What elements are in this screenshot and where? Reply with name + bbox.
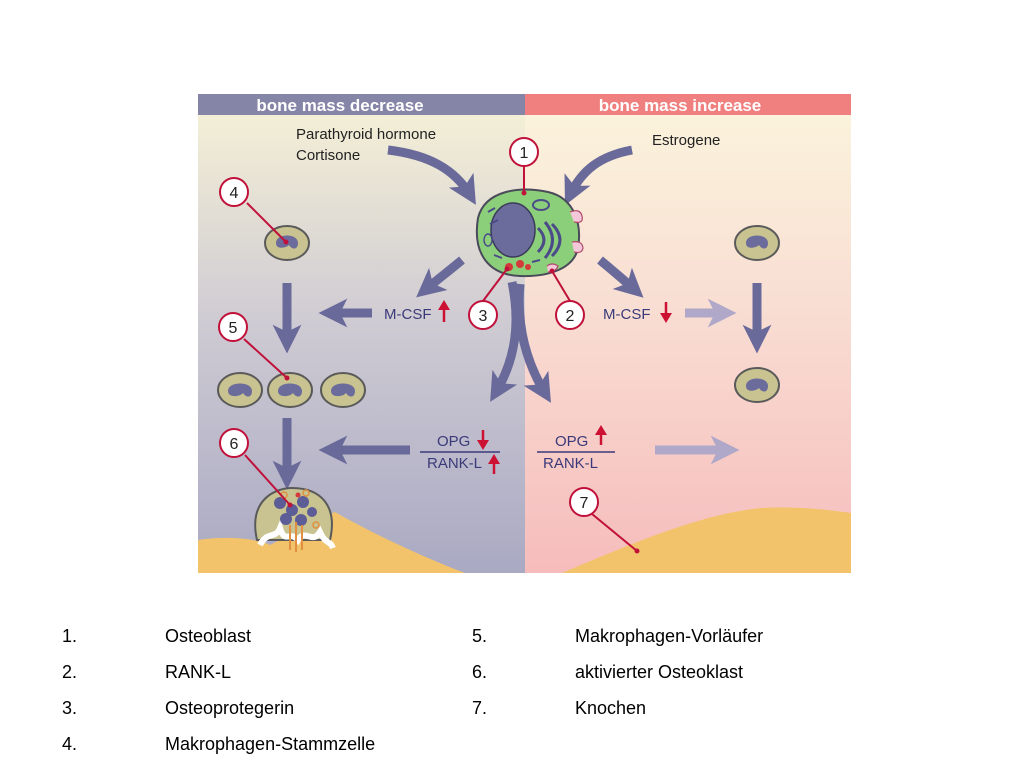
svg-text:4: 4	[230, 185, 239, 202]
legend-num-7: 7.	[472, 698, 488, 718]
legend-num-4: 4.	[62, 734, 78, 754]
svg-text:7: 7	[580, 495, 589, 512]
legend-text-2: RANK-L	[165, 662, 232, 682]
osteoblast-cell	[475, 188, 584, 278]
legend-text-5: Makrophagen-Vorläufer	[575, 626, 764, 646]
svg-text:3: 3	[479, 308, 488, 325]
arrow-cell-to-mcsf-right	[597, 256, 644, 298]
legend-num-3: 3.	[62, 698, 78, 718]
rankl-left-label: RANK-L	[427, 455, 482, 472]
callout-3: 3	[468, 266, 510, 330]
header-bar-left	[198, 94, 525, 115]
svg-text:5: 5	[229, 320, 238, 337]
mcsf-left-label: M-CSF	[384, 306, 432, 323]
legend-num-6: 6.	[472, 662, 488, 682]
rankl-left-up-arrow	[488, 454, 500, 474]
legend-text-1: Osteoblast	[165, 626, 252, 646]
hormone-arrow-left	[387, 145, 476, 205]
callout-2: 2	[549, 268, 585, 330]
rankl-right-label: RANK-L	[543, 455, 598, 472]
legend-num-5: 5.	[472, 626, 488, 646]
arrow-cell-to-opg-right	[514, 283, 551, 403]
bone-right	[562, 507, 851, 573]
legend-text-4: Makrophagen-Stammzelle	[165, 734, 376, 754]
callout-1: 1	[509, 137, 539, 196]
activated-osteoclast	[254, 486, 336, 552]
opg-right-up-arrow	[595, 425, 607, 445]
panel-left	[198, 114, 525, 573]
mcsf-right-down-arrow	[660, 302, 672, 323]
callout-5: 5	[218, 312, 290, 381]
header-bar-right	[525, 94, 851, 115]
svg-text:1: 1	[520, 145, 529, 162]
legend-text-3: Osteoprotegerin	[165, 698, 295, 718]
macrophage-precursor-right	[734, 367, 780, 403]
svg-text:2: 2	[566, 308, 575, 325]
mcsf-left-up-arrow	[438, 300, 450, 322]
macrophage-stem-cell-right	[734, 225, 780, 261]
callout-4: 4	[219, 177, 289, 245]
hormone-label-estrogen: Estrogene	[652, 132, 720, 149]
header-left-label: bone mass decrease	[256, 96, 423, 115]
legend-text-6: aktivierter Osteoklast	[575, 662, 744, 682]
hormone-label-cortisone: Cortisone	[296, 147, 360, 164]
hormone-label-pth: Parathyroid hormone	[296, 126, 436, 143]
opg-left-label: OPG	[437, 433, 470, 450]
legend-num-2: 2.	[62, 662, 78, 682]
legend-text-7: Knochen	[575, 698, 647, 718]
callout-6: 6	[219, 428, 293, 508]
opg-left-down-arrow	[477, 430, 489, 450]
svg-text:6: 6	[230, 436, 239, 453]
arrow-cell-to-opg-left	[490, 281, 521, 402]
mcsf-right-label: M-CSF	[603, 306, 651, 323]
macrophage-precursors-left	[217, 372, 366, 408]
arrow-cell-to-mcsf-left	[416, 256, 465, 298]
callout-7: 7	[569, 487, 640, 554]
hormone-arrow-right	[564, 145, 633, 206]
legend-num-1: 1.	[62, 626, 78, 646]
opg-right-label: OPG	[555, 433, 588, 450]
header-right-label: bone mass increase	[599, 96, 762, 115]
